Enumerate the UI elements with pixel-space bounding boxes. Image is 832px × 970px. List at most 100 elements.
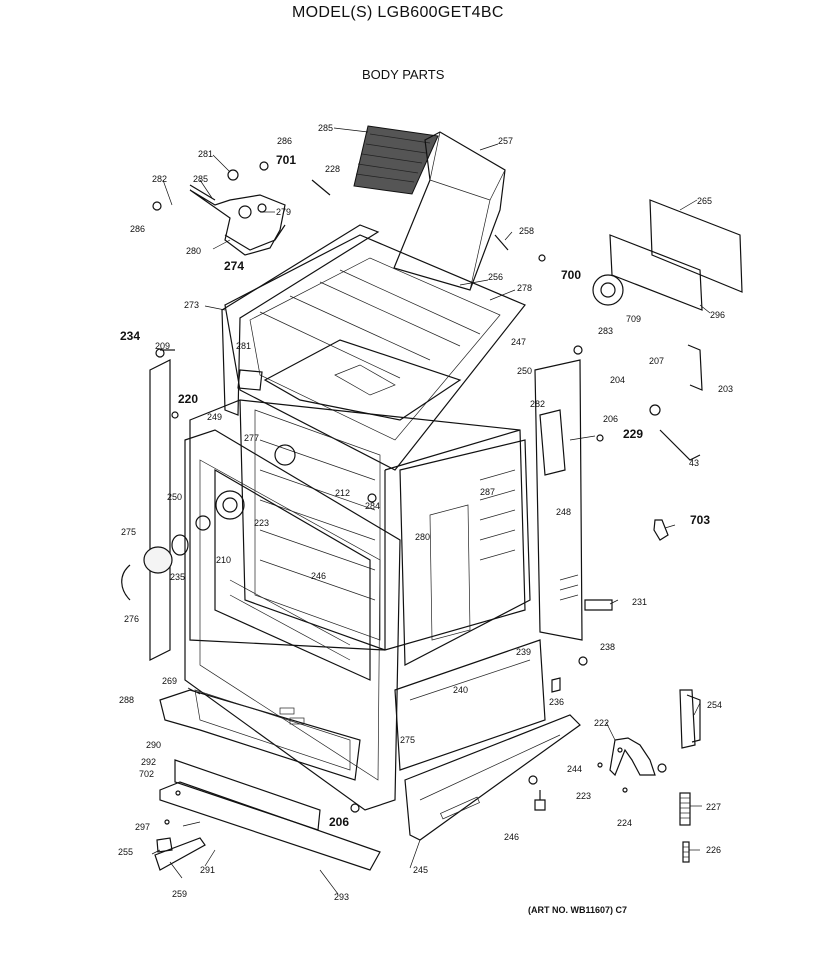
callout-223: 223 (254, 518, 269, 528)
door-hinge (609, 737, 667, 777)
callout-227: 227 (706, 802, 721, 812)
top-grille (353, 125, 439, 195)
callout-228: 228 (325, 164, 340, 174)
callout-206: 206 (603, 414, 618, 424)
callout-293: 293 (334, 892, 349, 902)
callout-257: 257 (498, 136, 513, 146)
leveling-legs (154, 790, 546, 871)
callout-240: 240 (453, 685, 468, 695)
callout-207: 207 (649, 356, 664, 366)
callout-226: 226 (706, 845, 721, 855)
callout-296: 296 (710, 310, 725, 320)
callout-224: 224 (617, 818, 632, 828)
callout-256: 256 (488, 272, 503, 282)
callout-43: 43 (689, 458, 699, 468)
clips (152, 161, 703, 825)
callout-292: 292 (141, 757, 156, 767)
callout-244: 244 (567, 764, 582, 774)
callout-239: 239 (516, 647, 531, 657)
part-drawings (121, 125, 743, 895)
callout-702: 702 (139, 769, 154, 779)
callout-700: 700 (561, 268, 581, 282)
callout-282: 282 (152, 174, 167, 184)
callout-254: 254 (707, 700, 722, 710)
leader-lines (151, 127, 711, 895)
hinge-receiver (679, 689, 701, 749)
callout-212: 212 (335, 488, 350, 498)
callout-250: 250 (167, 492, 182, 502)
callout-284: 284 (365, 501, 380, 511)
callout-287: 287 (480, 487, 495, 497)
callout-246: 246 (504, 832, 519, 842)
callout-249: 249 (207, 412, 222, 422)
callout-255: 255 (118, 847, 133, 857)
callout-701: 701 (276, 153, 296, 167)
callout-210: 210 (216, 555, 231, 565)
callout-259: 259 (172, 889, 187, 899)
callout-282: 282 (530, 399, 545, 409)
oven-light (121, 515, 211, 601)
oven-body (189, 399, 526, 651)
callout-275: 275 (400, 735, 415, 745)
callout-286: 286 (277, 136, 292, 146)
left-side-trim (149, 349, 175, 661)
callout-258: 258 (519, 226, 534, 236)
rear-bracket-assembly (592, 199, 743, 311)
callout-235: 235 (170, 572, 185, 582)
callout-238: 238 (600, 642, 615, 652)
section-subtitle: BODY PARTS (362, 67, 445, 82)
callout-297: 297 (135, 822, 150, 832)
spring-link (682, 841, 690, 863)
callout-231: 231 (632, 597, 647, 607)
flue-cover (393, 131, 506, 291)
callout-280: 280 (186, 246, 201, 256)
burner-valve-assembly (189, 184, 286, 256)
rear-left-panel (221, 224, 380, 416)
callout-285: 285 (193, 174, 208, 184)
callout-236: 236 (549, 697, 564, 707)
callout-286: 286 (130, 224, 145, 234)
callout-223: 223 (576, 791, 591, 801)
oven-front-frame (184, 429, 401, 811)
callout-245: 245 (413, 865, 428, 875)
callout-709: 709 (626, 314, 641, 324)
callout-246: 246 (311, 571, 326, 581)
page-title: MODEL(S) LGB600GET4BC (292, 4, 504, 21)
cabinet-top-panel (224, 234, 526, 471)
callout-281: 281 (236, 341, 251, 351)
callout-283: 283 (598, 326, 613, 336)
right-side-panel (399, 439, 531, 666)
callout-222: 222 (594, 718, 609, 728)
callout-277: 277 (244, 433, 259, 443)
callout-234: 234 (120, 329, 140, 343)
callout-273: 273 (184, 300, 199, 310)
callout-209: 209 (155, 341, 170, 351)
callout-204: 204 (610, 375, 625, 385)
callout-220: 220 (178, 392, 198, 406)
callout-276: 276 (124, 614, 139, 624)
callout-279: 279 (276, 207, 291, 217)
burner-box-plate (263, 339, 462, 421)
callout-274: 274 (224, 259, 244, 273)
art-number: (ART NO. WB11607) C7 (528, 905, 628, 915)
callout-203: 203 (718, 384, 733, 394)
callout-280: 280 (415, 532, 430, 542)
callout-278: 278 (517, 283, 532, 293)
right-side-trim (534, 359, 583, 641)
base-plate (394, 639, 546, 771)
callout-269: 269 (162, 676, 177, 686)
kick-panel (404, 714, 581, 841)
callout-291: 291 (200, 865, 215, 875)
callout-265: 265 (697, 196, 712, 206)
storage-drawer (159, 689, 381, 871)
callout-275: 275 (121, 527, 136, 537)
callout-250: 250 (517, 366, 532, 376)
callout-290: 290 (146, 740, 161, 750)
hinge-spring (679, 792, 691, 826)
callout-206: 206 (329, 815, 349, 829)
callout-288: 288 (119, 695, 134, 705)
callout-703: 703 (690, 513, 710, 527)
callout-281: 281 (198, 149, 213, 159)
